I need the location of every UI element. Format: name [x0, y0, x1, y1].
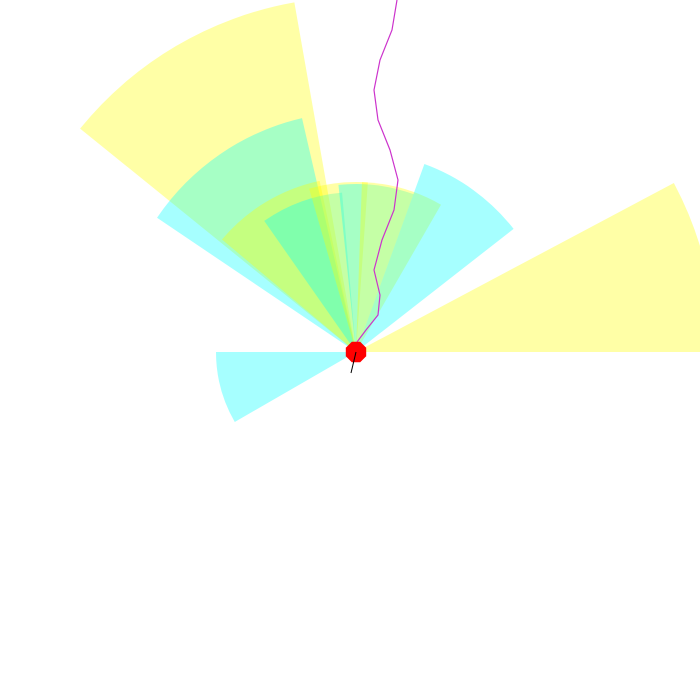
sensor-sector-9	[356, 182, 441, 352]
agent	[345, 341, 367, 374]
sensor-sector-2	[356, 182, 700, 352]
agent-heading-indicator	[350, 351, 357, 374]
sensor-sector-6	[264, 192, 356, 352]
sensor-sector-3	[80, 2, 356, 352]
sensor-sector-8	[338, 184, 414, 352]
sensor-sector-7	[309, 182, 368, 352]
sensor-sector-4	[157, 118, 356, 352]
sensor-sector-10	[356, 164, 514, 352]
trajectory-trail	[356, 0, 399, 343]
sensor-sectors	[80, 2, 700, 422]
sensor-sector-5	[221, 180, 356, 352]
sensor-sector-1	[216, 352, 356, 422]
